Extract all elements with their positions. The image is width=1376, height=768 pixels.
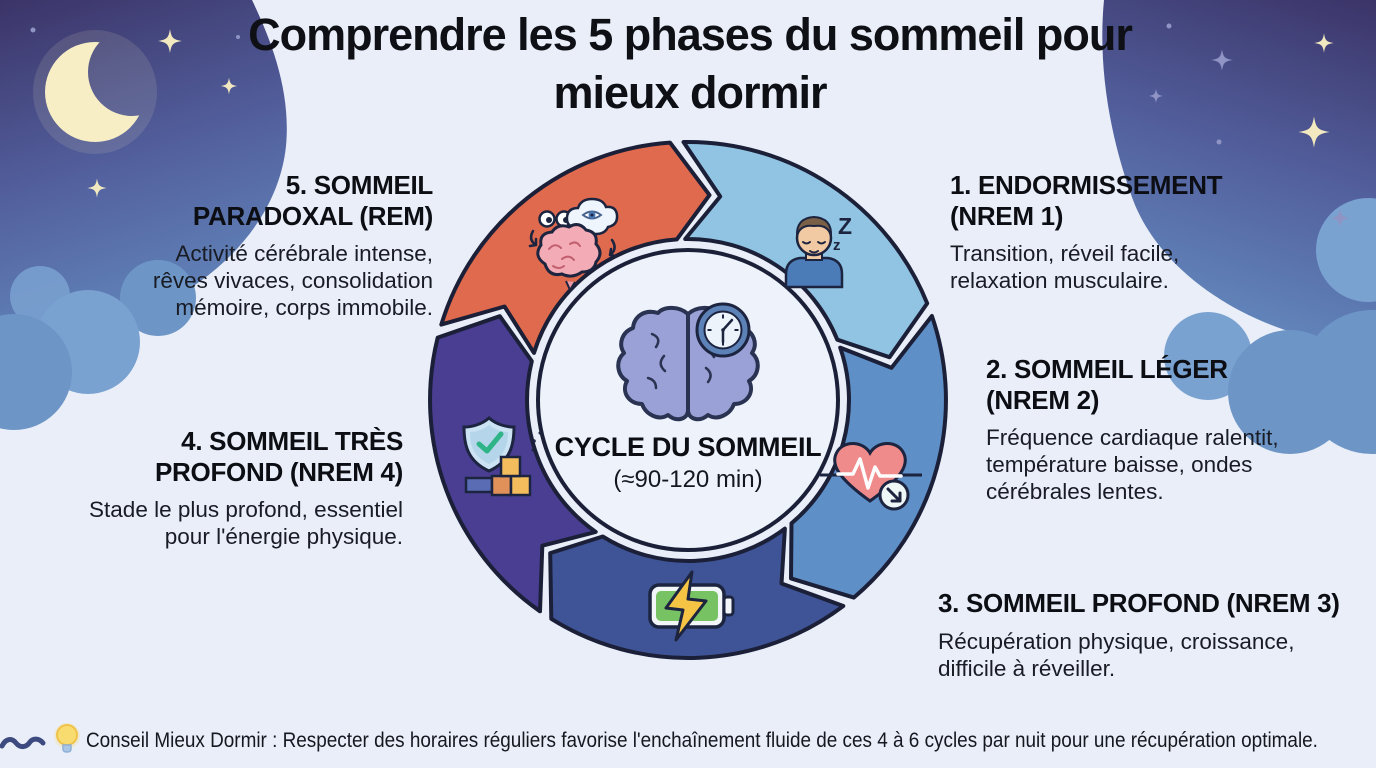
phase-2-sommeil-leger: 2. SOMMEIL LÉGER (NREM 2) Fréquence card… xyxy=(986,354,1296,505)
phase-1-description: Transition, réveil facile, relaxation mu… xyxy=(950,241,1180,294)
svg-text:z: z xyxy=(833,237,841,254)
page-title: Comprendre les 5 phases du sommeil pour … xyxy=(248,9,1133,118)
cycle-duration: (≈90-120 min) xyxy=(613,466,763,493)
stars-top-right-icon xyxy=(1148,23,1350,228)
wave-squiggle-icon xyxy=(0,736,46,750)
phase-3-title: 3. SOMMEIL PROFOND (NREM 3) xyxy=(938,588,1340,618)
slowing-heart-rate-icon xyxy=(820,442,922,511)
phase-4-sommeil-tres-profond: 4. SOMMEIL TRÈS PROFOND (NREM 4) Stade l… xyxy=(60,426,403,550)
phase-4-title: 4. SOMMEIL TRÈS PROFOND (NREM 4) xyxy=(155,426,403,487)
footer-tip-text: Conseil Mieux Dormir : Respecter des hor… xyxy=(86,728,1318,752)
shield-check-blocks-icon xyxy=(462,416,542,497)
clouds-top-right-icon xyxy=(1164,198,1376,454)
phase-3-description: Récupération physique, croissance, diffi… xyxy=(938,628,1295,681)
moon-icon xyxy=(33,30,157,154)
lightbulb-icon xyxy=(54,723,80,753)
phase-1-title: 1. ENDORMISSEMENT (NREM 1) xyxy=(950,170,1223,231)
phase-5-sommeil-paradoxal: 5. SOMMEIL PARADOXAL (REM) Activité céré… xyxy=(123,170,433,321)
battery-charging-icon xyxy=(648,570,735,642)
phase-2-description: Fréquence cardiaque ralentit, températur… xyxy=(986,425,1279,505)
footer-tip-bar: Conseil Mieux Dormir : Respecter des hor… xyxy=(0,722,1376,764)
sleeping-person-icon: Z z xyxy=(784,213,852,289)
phase-4-description: Stade le plus profond, essentiel pour l'… xyxy=(89,497,403,550)
brain-clock-icon xyxy=(616,302,760,422)
clouds-top-left-icon xyxy=(0,260,196,430)
svg-text:Z: Z xyxy=(838,213,852,239)
night-sky-top-right xyxy=(1102,0,1376,454)
night-sky-top-left xyxy=(0,0,287,430)
cycle-title: CYCLE DU SOMMEIL xyxy=(554,432,822,462)
dreaming-brain-icon xyxy=(528,197,619,291)
phase-2-title: 2. SOMMEIL LÉGER (NREM 2) xyxy=(986,354,1228,415)
cycle-center-label: CYCLE DU SOMMEIL (≈90-120 min) xyxy=(528,432,848,494)
stars-top-left-icon xyxy=(30,27,240,198)
phase-3-sommeil-profond: 3. SOMMEIL PROFOND (NREM 3) Récupération… xyxy=(938,588,1368,682)
phase-5-description: Activité cérébrale intense, rêves vivace… xyxy=(152,241,433,321)
phase-5-title: 5. SOMMEIL PARADOXAL (REM) xyxy=(192,170,433,231)
phase-1-endormissement: 1. ENDORMISSEMENT (NREM 1) Transition, r… xyxy=(950,170,1250,294)
